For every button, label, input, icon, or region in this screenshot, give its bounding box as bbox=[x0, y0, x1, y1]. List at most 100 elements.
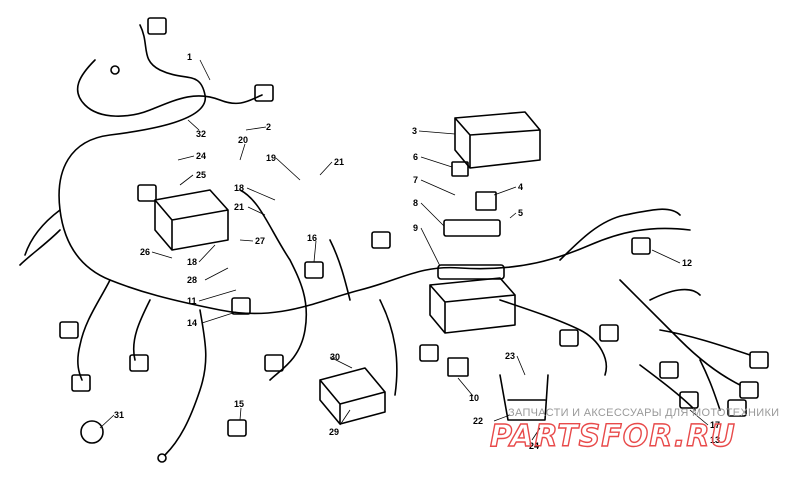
leader-line bbox=[245, 126, 267, 131]
harness-main-trunk bbox=[58, 24, 691, 315]
connector bbox=[254, 84, 274, 102]
leader-line bbox=[201, 311, 237, 324]
connector bbox=[599, 324, 619, 342]
callout-19: 19 bbox=[266, 153, 276, 163]
connector bbox=[227, 419, 247, 437]
callout-31: 31 bbox=[114, 410, 124, 420]
connector bbox=[739, 381, 759, 399]
clamp-ring-31 bbox=[80, 420, 104, 444]
callout-24b: 24 bbox=[529, 441, 539, 451]
callout-25: 25 bbox=[196, 170, 206, 180]
callout-21b: 21 bbox=[234, 202, 244, 212]
leader-line bbox=[275, 157, 301, 181]
callout-24a: 24 bbox=[196, 151, 206, 161]
leader-line bbox=[651, 249, 681, 264]
connector bbox=[264, 354, 284, 372]
leader-line bbox=[420, 179, 456, 196]
leader-line bbox=[329, 356, 353, 369]
connector bbox=[559, 329, 579, 347]
leader-line bbox=[493, 414, 511, 422]
callout-15: 15 bbox=[234, 399, 244, 409]
leader-line bbox=[247, 206, 266, 216]
leader-line bbox=[457, 377, 474, 397]
connector bbox=[659, 361, 679, 379]
callout-30: 30 bbox=[330, 352, 340, 362]
watermark-tagline: ЗАПЧАСТИ И АКСЕССУАРЫ ДЛЯ МОТОТЕХНИКИ bbox=[508, 407, 779, 419]
callout-14: 14 bbox=[187, 318, 197, 328]
callout-18b: 18 bbox=[187, 257, 197, 267]
leader-line bbox=[531, 427, 541, 441]
leader-line bbox=[339, 409, 351, 426]
relay-6 bbox=[451, 161, 469, 177]
ecu-29 bbox=[319, 367, 386, 425]
callout-8: 8 bbox=[413, 198, 418, 208]
leader-line bbox=[239, 239, 254, 242]
connector bbox=[419, 344, 439, 362]
callout-20: 20 bbox=[238, 135, 248, 145]
callout-22: 22 bbox=[473, 416, 483, 426]
harness-right-lower bbox=[639, 359, 721, 411]
callout-18a: 18 bbox=[234, 183, 244, 193]
leader-line bbox=[151, 251, 173, 259]
callout-11: 11 bbox=[187, 296, 197, 306]
leader-line bbox=[246, 187, 276, 201]
callout-26: 26 bbox=[140, 247, 150, 257]
callout-6: 6 bbox=[413, 152, 418, 162]
bracket-22 bbox=[499, 374, 549, 421]
harness-lower-left-branch bbox=[77, 279, 207, 456]
callout-5: 5 bbox=[518, 208, 523, 218]
leader-line bbox=[319, 161, 333, 176]
fuse-box-base-9 bbox=[429, 277, 516, 334]
connector bbox=[59, 321, 79, 339]
callout-28: 28 bbox=[187, 275, 197, 285]
connector bbox=[304, 261, 324, 279]
leader-line bbox=[177, 155, 195, 161]
callout-21a: 21 bbox=[334, 157, 344, 167]
leader-line bbox=[239, 143, 246, 161]
leader-line bbox=[198, 244, 216, 263]
callout-9: 9 bbox=[413, 223, 418, 233]
connector bbox=[147, 17, 167, 35]
callout-16: 16 bbox=[307, 233, 317, 243]
connector bbox=[679, 391, 699, 409]
callout-17: 17 bbox=[710, 420, 720, 430]
connector bbox=[727, 399, 747, 417]
harness-center-branch bbox=[239, 189, 398, 396]
leader-line bbox=[509, 212, 517, 219]
watermark-logo: PARTSFOR.RU bbox=[490, 419, 736, 454]
leader-line bbox=[418, 130, 456, 135]
connector bbox=[137, 184, 157, 202]
callout-4: 4 bbox=[518, 182, 523, 192]
callout-13: 13 bbox=[710, 435, 720, 445]
leader-line bbox=[420, 227, 441, 267]
harness-upper-branch bbox=[76, 59, 263, 117]
harness-left-branch bbox=[19, 209, 61, 266]
callout-27: 27 bbox=[255, 236, 265, 246]
connector bbox=[129, 354, 149, 372]
leader-line bbox=[199, 59, 211, 81]
connector bbox=[371, 231, 391, 249]
leader-line bbox=[493, 186, 517, 196]
gasket-8 bbox=[443, 219, 501, 237]
callout-7: 7 bbox=[413, 175, 418, 185]
leader-line bbox=[313, 240, 317, 263]
connector bbox=[749, 351, 769, 369]
ground-lug bbox=[110, 65, 120, 75]
callout-3: 3 bbox=[412, 126, 417, 136]
callout-1: 1 bbox=[187, 52, 192, 62]
leader-line bbox=[420, 156, 453, 168]
connector bbox=[231, 297, 251, 315]
connector bbox=[631, 237, 651, 255]
part-10 bbox=[447, 357, 469, 377]
harness-right-branch bbox=[499, 208, 751, 386]
callout-32: 32 bbox=[196, 129, 206, 139]
seal-9 bbox=[437, 264, 505, 280]
callout-10: 10 bbox=[469, 393, 479, 403]
leader-line bbox=[420, 202, 445, 227]
leader-line bbox=[187, 119, 200, 131]
relay-4 bbox=[475, 191, 497, 211]
fuse-box-cover-3 bbox=[454, 111, 541, 169]
connector bbox=[71, 374, 91, 392]
